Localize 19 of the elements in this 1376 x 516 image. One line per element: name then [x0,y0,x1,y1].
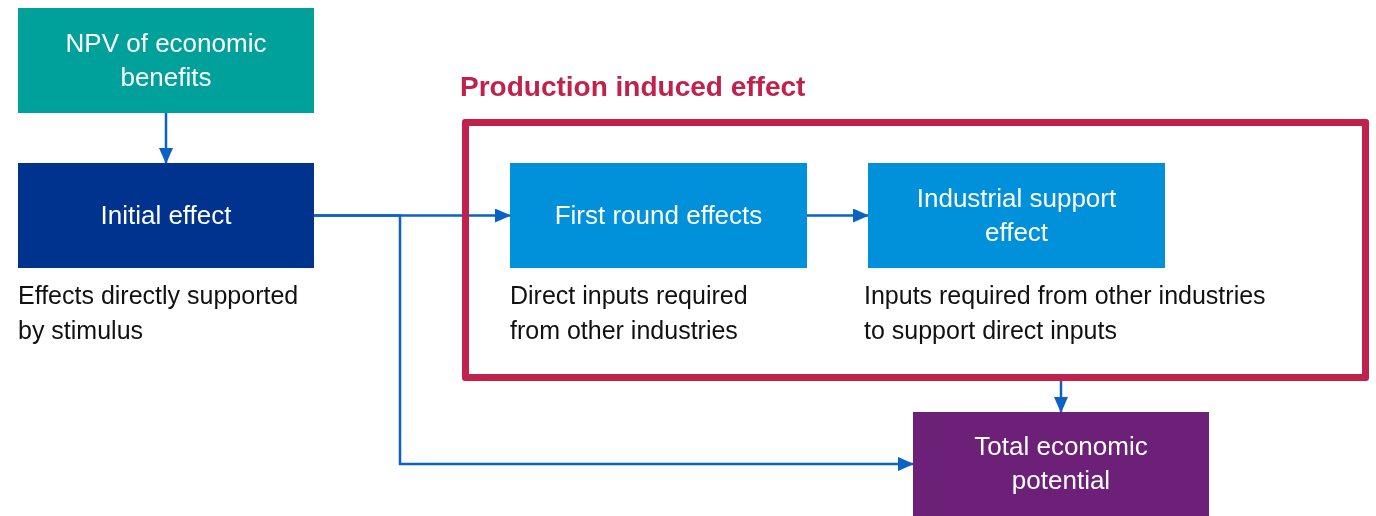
process-box [510,163,807,268]
description-text: Direct inputs required from other industries [510,280,749,346]
process-box [18,8,314,113]
arrow [1054,381,1068,413]
box-label: First round effects [554,198,763,232]
arrow [807,208,869,223]
description-text: Inputs required from other industries to support direct inputs [864,280,1267,346]
process-box [868,163,1165,268]
box-label: Total economic potential [973,430,1149,497]
arrow [314,214,914,471]
box-label: Industrial support effect [915,181,1118,249]
group-title: Production induced effect [460,71,806,103]
description-text: Effects directly supported by stimulus [18,280,300,346]
process-box [18,163,314,268]
process-box [913,412,1209,516]
box-label: Initial effect [100,198,232,232]
group-frame [462,119,1369,381]
arrow [159,113,173,164]
box-label: NPV of economic benefits [64,26,268,94]
